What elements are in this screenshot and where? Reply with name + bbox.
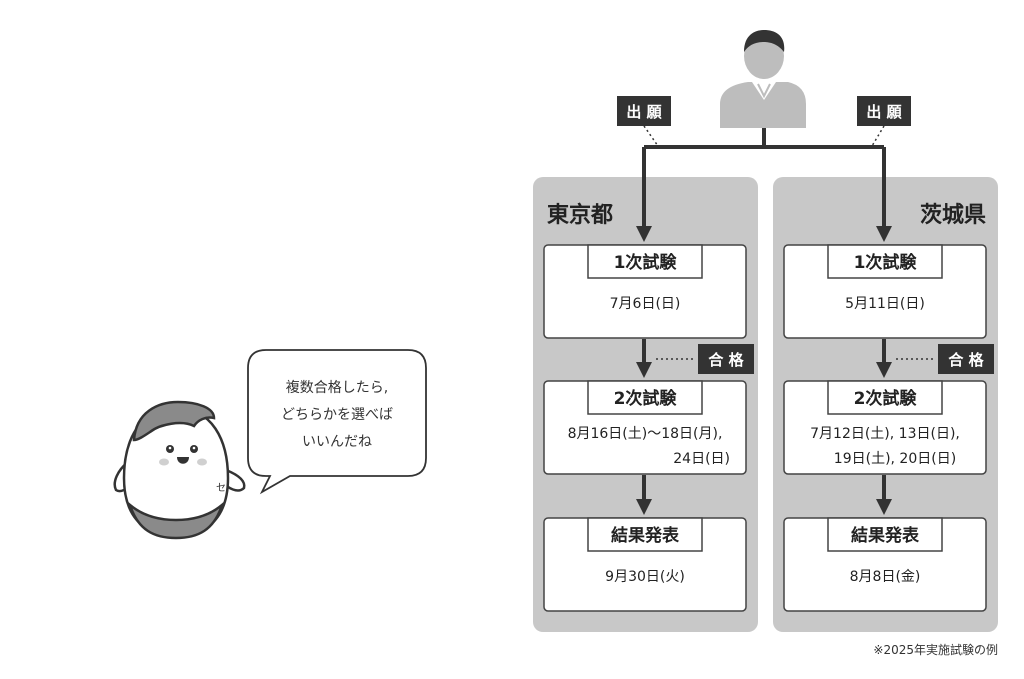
tokyo-title: 東京都 xyxy=(547,202,613,228)
tokyo-step2-date-1: 8月16日(土)〜18日(月), xyxy=(568,426,723,442)
pass-label-tokyo: 合 格 xyxy=(698,344,754,374)
tokyo-step3-label: 結果発表 xyxy=(611,525,680,546)
svg-text:セ: セ xyxy=(216,482,226,494)
speech-line-2: どちらかを選べば xyxy=(281,407,393,423)
tokyo-step2-label: 2次試験 xyxy=(614,388,678,409)
tokyo-panel: 東京都 1次試験 7月6日(日) 2次試験 8月16日(土)〜18日(月), 2… xyxy=(533,147,758,632)
ibaraki-step1-date: 5月11日(日) xyxy=(845,296,925,312)
speech-line-1: 複数合格したら, xyxy=(286,379,388,396)
apply-label-right: 出 願 xyxy=(857,96,911,126)
tokyo-step3-date: 9月30日(火) xyxy=(605,569,685,585)
svg-text:出 願: 出 願 xyxy=(866,103,902,121)
ibaraki-step2-date-2: 19日(土), 20日(日) xyxy=(834,451,956,467)
apply-label-left: 出 願 xyxy=(617,96,671,126)
person-icon xyxy=(720,30,806,128)
tokyo-step1-label: 1次試験 xyxy=(614,252,678,273)
svg-text:合 格: 合 格 xyxy=(947,351,984,369)
svg-text:出 願: 出 願 xyxy=(626,103,662,121)
ibaraki-step2-label: 2次試験 xyxy=(854,388,918,409)
speech-bubble: 複数合格したら, どちらかを選べば いいんだね xyxy=(247,349,427,495)
ibaraki-step3-label: 結果発表 xyxy=(851,525,920,546)
ibaraki-panel: 茨城県 1次試験 5月11日(日) 2次試験 7月12日(土), 13日(日),… xyxy=(773,147,998,632)
tokyo-step1-date: 7月6日(日) xyxy=(610,296,681,312)
mascot-character: セ xyxy=(113,400,246,540)
speech-line-3: いいんだね xyxy=(302,434,372,450)
ibaraki-step2-date-1: 7月12日(土), 13日(日), xyxy=(810,426,960,442)
ibaraki-title: 茨城県 xyxy=(920,202,986,228)
tokyo-step2-date-2: 24日(日) xyxy=(673,451,730,467)
pass-label-ibaraki: 合 格 xyxy=(938,344,994,374)
ibaraki-step3-date: 8月8日(金) xyxy=(850,569,921,585)
ibaraki-step1-label: 1次試験 xyxy=(854,252,918,273)
footnote: ※2025年実施試験の例 xyxy=(873,642,998,657)
svg-text:合 格: 合 格 xyxy=(707,351,744,369)
